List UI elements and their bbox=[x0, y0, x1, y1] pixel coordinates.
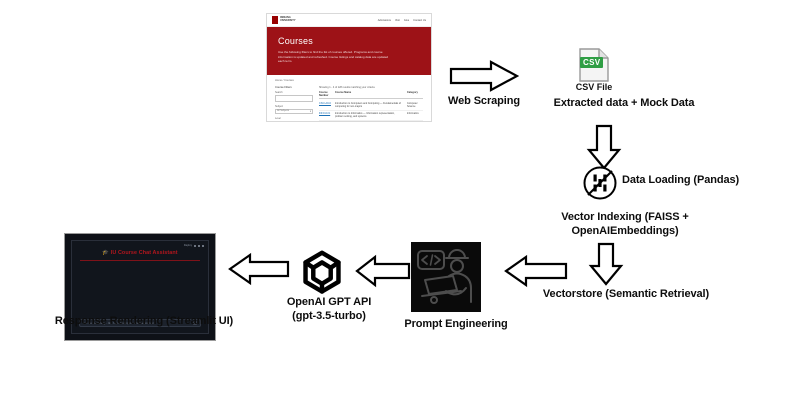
label-extracted-data: Extracted data + Mock Data bbox=[553, 97, 695, 109]
arrow-to-data-loading bbox=[586, 124, 622, 170]
pandas-logo-icon bbox=[583, 166, 617, 205]
title-divider bbox=[80, 260, 200, 261]
subject-select[interactable]: All Subjects ▾ bbox=[275, 108, 313, 114]
webpage-topbar: INDIANA UNIVERSITY Admissions Visit Give… bbox=[267, 14, 431, 27]
cell-course-number[interactable]: INFO-I101 bbox=[319, 112, 331, 116]
search-field-label: Search bbox=[275, 90, 283, 94]
openai-logo-icon bbox=[291, 245, 353, 312]
logo-mark-icon bbox=[272, 16, 278, 24]
arrow-prompt-to-openai bbox=[355, 254, 411, 288]
toolbar-dot-icon bbox=[194, 244, 196, 247]
results-count: Showing 1 - 4 of 128 results matching yo… bbox=[319, 85, 375, 89]
filters-title: Course Filters bbox=[275, 85, 292, 89]
subject-field-label: Subject bbox=[275, 104, 283, 108]
cell-course-number[interactable]: CSCI-A110 bbox=[319, 102, 331, 105]
arrow-vectorstore-to-prompt bbox=[504, 254, 568, 288]
hero-title: Courses bbox=[278, 36, 313, 46]
label-openai-api: OpenAI GPT API (gpt-3.5-turbo) bbox=[286, 296, 372, 322]
subject-select-value: All Subjects bbox=[277, 110, 290, 112]
web-page-screenshot: INDIANA UNIVERSITY Admissions Visit Give… bbox=[266, 13, 432, 122]
streamlit-app-screenshot: Deploy 🎓 IU Course Chat Assistant Ask me… bbox=[64, 233, 216, 341]
app-title: 🎓 IU Course Chat Assistant bbox=[72, 250, 208, 256]
app-toolbar: Deploy bbox=[184, 244, 204, 247]
prompt-engineering-icon bbox=[411, 242, 481, 312]
chat-input[interactable]: Ask me something... like 'List of Comput… bbox=[79, 319, 201, 327]
search-input[interactable] bbox=[275, 94, 313, 102]
cell-course-name: Introduction to Computers and Computing … bbox=[335, 102, 401, 109]
label-prompt-engineering: Prompt Engineering bbox=[404, 318, 508, 330]
cell-category: Computer Science bbox=[407, 102, 418, 109]
chevron-down-icon: ▾ bbox=[309, 110, 311, 113]
table-header-row: Course Number Course Name Category bbox=[319, 91, 423, 99]
graduation-cap-icon: 🎓 bbox=[102, 250, 110, 256]
label-vector-indexing: Vector Indexing (FAISS + OpenAIEmbedding… bbox=[561, 211, 689, 237]
nav-item-contact[interactable]: Contact Us bbox=[413, 18, 426, 22]
app-viewport: Deploy 🎓 IU Course Chat Assistant Ask me… bbox=[71, 240, 209, 334]
nav-item-admissions[interactable]: Admissions bbox=[377, 18, 391, 22]
table-row[interactable]: INFO-I101 Introduction to Informatics — … bbox=[319, 111, 423, 121]
hero-subtitle: Use the following filters to find the li… bbox=[278, 50, 389, 63]
hamburger-menu-icon[interactable] bbox=[202, 244, 204, 247]
course-filters-panel: Course Filters Search Subject All Subjec… bbox=[275, 85, 313, 123]
label-csv-file: CSV File bbox=[575, 82, 613, 92]
label-web-scraping: Web Scraping bbox=[448, 95, 520, 107]
arrow-openai-to-response bbox=[228, 252, 290, 286]
csv-file-icon: CSV bbox=[577, 48, 611, 82]
label-response-rendering: Response Rendering (Streamlit UI) bbox=[54, 315, 234, 327]
level-select[interactable]: All Levels ▾ bbox=[275, 120, 313, 123]
chat-input-placeholder: Ask me something... like 'List of Comput… bbox=[83, 321, 155, 325]
table-row[interactable]: BUS-A100 Basic Accounting Concepts — Pri… bbox=[319, 121, 423, 122]
nav-item-visit[interactable]: Visit bbox=[394, 18, 400, 22]
level-field-label: Level bbox=[275, 116, 281, 120]
arrow-to-vectorstore bbox=[588, 242, 624, 286]
webpage-body: Home / Courses Course Filters Search Sub… bbox=[267, 75, 431, 123]
csv-badge-label: CSV bbox=[580, 57, 604, 68]
webpage-nav: Admissions Visit Give Contact Us bbox=[378, 19, 426, 22]
courses-table: Showing 1 - 4 of 128 results matching yo… bbox=[319, 85, 423, 122]
breadcrumb: Home / Courses bbox=[275, 78, 294, 82]
chevron-down-icon: ▾ bbox=[310, 122, 311, 123]
nav-item-give[interactable]: Give bbox=[403, 18, 410, 22]
column-header-name: Course Name bbox=[335, 90, 352, 94]
label-data-loading: Data Loading (Pandas) bbox=[622, 174, 740, 186]
app-title-text: IU Course Chat Assistant bbox=[110, 250, 178, 256]
arrow-web-scraping bbox=[449, 59, 519, 93]
label-vectorstore: Vectorstore (Semantic Retrieval) bbox=[542, 288, 710, 300]
cell-category: Informatics bbox=[407, 112, 419, 116]
webpage-hero: Courses Use the following filters to fin… bbox=[267, 27, 431, 75]
logo-text: INDIANA UNIVERSITY bbox=[280, 16, 296, 22]
university-logo: INDIANA UNIVERSITY bbox=[272, 16, 296, 24]
send-icon[interactable] bbox=[193, 321, 197, 325]
column-header-number: Course Number bbox=[319, 90, 329, 97]
column-header-category: Category bbox=[407, 90, 418, 94]
toolbar-dot-icon bbox=[198, 244, 200, 247]
deploy-button[interactable]: Deploy bbox=[183, 244, 192, 247]
cell-course-name: Introduction to Informatics — Informatio… bbox=[335, 112, 395, 119]
table-row[interactable]: CSCI-A110 Introduction to Computers and … bbox=[319, 101, 423, 111]
